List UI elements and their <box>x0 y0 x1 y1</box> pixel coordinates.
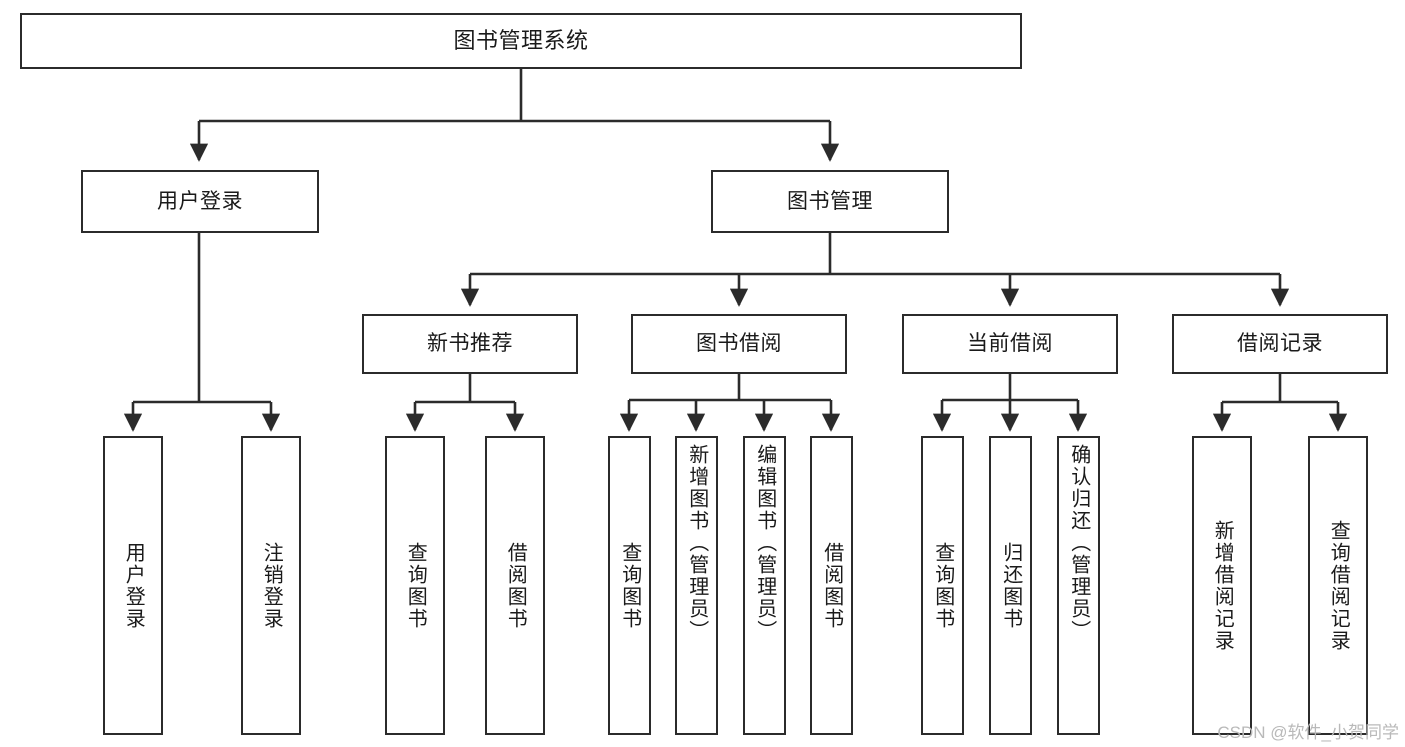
leaf-borrow-book[interactable]: 借阅图书 <box>810 436 853 735</box>
leaf-query-book-new[interactable]: 查询图书 <box>385 436 445 735</box>
node-borrowing-record[interactable]: 借阅记录 <box>1172 314 1388 374</box>
node-label: 当前借阅 <box>967 332 1053 356</box>
node-book-management[interactable]: 图书管理 <box>711 170 949 233</box>
leaf-edit-book-admin[interactable]: 编辑图书（管理员） <box>743 436 786 735</box>
leaf-add-borrow-record[interactable]: 新增借阅记录 <box>1192 436 1252 735</box>
node-label: 图书管理 <box>787 189 873 213</box>
leaf-query-book-current[interactable]: 查询图书 <box>921 436 964 735</box>
node-label: 注销登录 <box>260 541 283 630</box>
node-label: 新书推荐 <box>427 332 513 356</box>
node-label: 图书管理系统 <box>453 27 589 53</box>
node-label: 用户登录 <box>157 189 243 213</box>
leaf-user-login[interactable]: 用户登录 <box>103 436 163 735</box>
watermark: CSDN @软件_小贺同学 <box>1217 723 1399 742</box>
node-label: 借阅图书 <box>504 541 527 630</box>
node-label: 查询图书 <box>404 541 427 630</box>
node-user-login[interactable]: 用户登录 <box>81 170 319 233</box>
leaf-return-book[interactable]: 归还图书 <box>989 436 1032 735</box>
node-label: 确认归还（管理员） <box>1067 444 1090 642</box>
node-label: 借阅记录 <box>1237 332 1323 356</box>
leaf-query-book-borrow[interactable]: 查询图书 <box>608 436 651 735</box>
node-root-book-management-system[interactable]: 图书管理系统 <box>20 13 1022 69</box>
leaf-add-book-admin[interactable]: 新增图书（管理员） <box>675 436 718 735</box>
leaf-confirm-return-admin[interactable]: 确认归还（管理员） <box>1057 436 1100 735</box>
leaf-borrow-book-new[interactable]: 借阅图书 <box>485 436 545 735</box>
node-label: 查询图书 <box>618 541 641 630</box>
node-new-book-recommendation[interactable]: 新书推荐 <box>362 314 578 374</box>
leaf-query-borrow-record[interactable]: 查询借阅记录 <box>1308 436 1368 735</box>
leaf-logout[interactable]: 注销登录 <box>241 436 301 735</box>
node-label: 查询借阅记录 <box>1327 519 1350 652</box>
node-label: 用户登录 <box>122 541 145 630</box>
node-label: 查询图书 <box>931 541 954 630</box>
node-label: 归还图书 <box>999 541 1022 630</box>
node-book-borrowing[interactable]: 图书借阅 <box>631 314 847 374</box>
node-label: 编辑图书（管理员） <box>753 444 776 642</box>
node-label: 新增图书（管理员） <box>685 444 708 642</box>
node-current-borrowing[interactable]: 当前借阅 <box>902 314 1118 374</box>
node-label: 图书借阅 <box>696 332 782 356</box>
node-label: 借阅图书 <box>820 541 843 630</box>
node-label: 新增借阅记录 <box>1211 519 1234 652</box>
